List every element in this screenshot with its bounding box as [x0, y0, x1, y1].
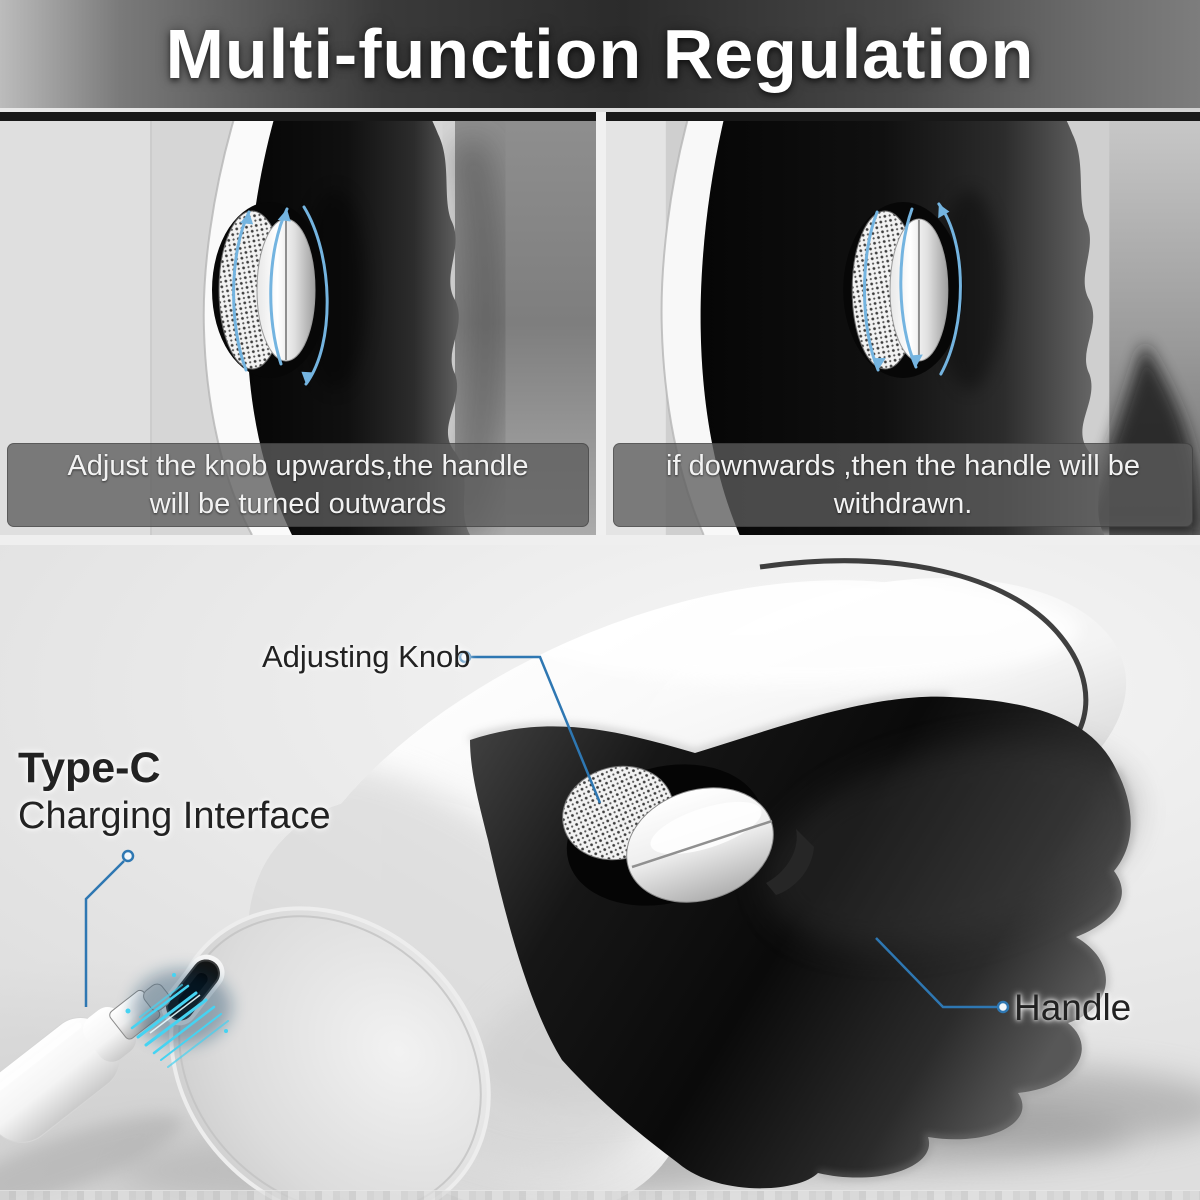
- label-type-c-line1: Type-C: [18, 744, 161, 792]
- callout-leaders: [84, 650, 1010, 1014]
- leader-dot-icon: [121, 849, 135, 863]
- device-white-edge: [203, 112, 292, 535]
- caption-right-line2: withdrawn.: [833, 488, 973, 520]
- panel-knob-down: if downwards ,then the handle will be wi…: [606, 112, 1200, 535]
- adjusting-knob: [562, 764, 814, 906]
- caption-left-line1: Adjust the knob upwards,the handle: [67, 450, 529, 482]
- caption-left-line2: will be turned outwards: [149, 488, 447, 520]
- label-type-c-charging-interface: Type-C Charging Interface: [18, 743, 331, 839]
- panel-knob-up: Adjust the knob upwards,the handle will …: [0, 112, 596, 535]
- title-banner: Multi-function Regulation: [0, 0, 1200, 108]
- label-handle: Handle: [1014, 987, 1132, 1028]
- device-end-face: [169, 906, 491, 1200]
- rotate-upward-arrows-icon: [232, 205, 329, 386]
- page-title: Multi-function Regulation: [165, 15, 1035, 93]
- body-top-outline: [759, 558, 1089, 737]
- closeup-panels: Adjust the knob upwards,the handle will …: [0, 112, 1200, 535]
- cropped-bottom-strip: [0, 1190, 1200, 1200]
- caption-right: if downwards ,then the handle will be wi…: [613, 443, 1193, 527]
- leader-line-adjusting-knob: [470, 655, 602, 804]
- device-white-edge: [661, 112, 740, 535]
- caption-right-line1: if downwards ,then the handle will be: [666, 450, 1140, 482]
- leader-dot-icon: [458, 650, 472, 664]
- caption-left: Adjust the knob upwards,the handle will …: [7, 443, 589, 527]
- label-type-c-line2: Charging Interface: [18, 795, 331, 837]
- leader-dot-icon: [996, 1000, 1010, 1014]
- leader-line-type-c: [84, 860, 125, 1007]
- photo-knob-closeup-right: [606, 112, 1200, 535]
- rotate-downward-arrows-icon: [863, 202, 962, 376]
- charging-rays-icon: [125, 969, 232, 1068]
- header-divider: [0, 108, 1200, 112]
- section-divider: [0, 535, 1200, 545]
- label-adjusting-knob: Adjusting Knob: [262, 639, 471, 674]
- leader-line-handle: [875, 937, 997, 1009]
- product-photo-section: Adjusting Knob Type-C Charging Interface…: [0, 545, 1200, 1200]
- product-photo: [0, 558, 1200, 1200]
